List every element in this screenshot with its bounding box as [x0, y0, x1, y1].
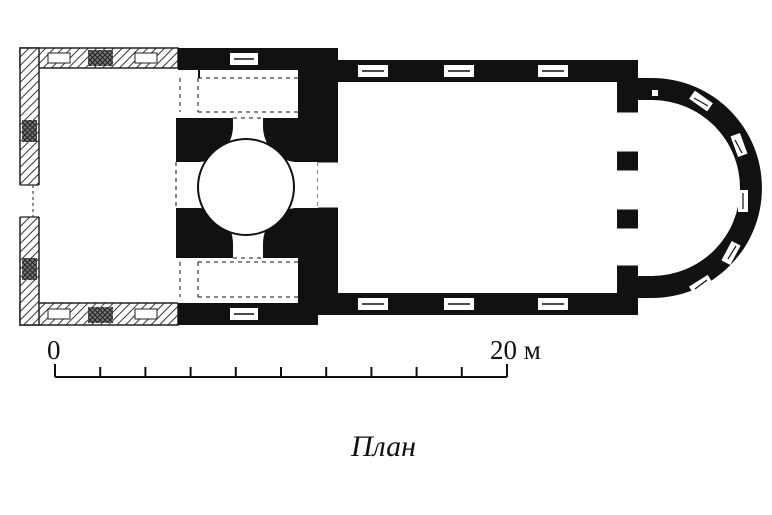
scale-bar	[54, 364, 508, 378]
scale-start-label: 0	[47, 335, 61, 365]
scale-end-label: 20 м	[490, 335, 541, 365]
domed-core	[175, 48, 319, 325]
nave	[318, 48, 638, 315]
apse	[638, 78, 762, 298]
narthex	[19, 47, 179, 326]
plan-caption: План	[351, 430, 416, 463]
